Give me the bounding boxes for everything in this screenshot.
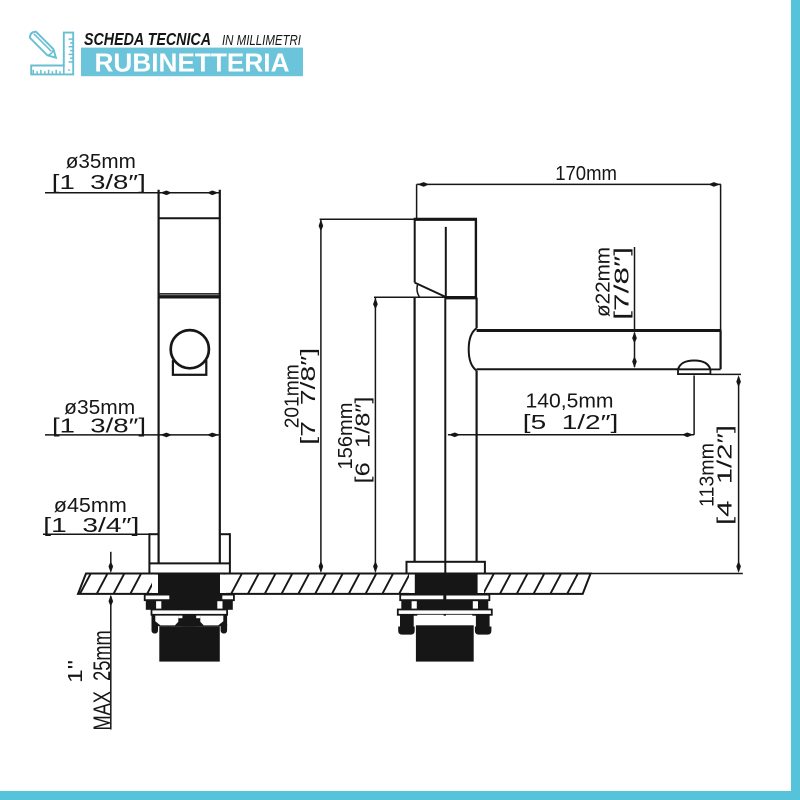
svg-text:ø22mm: ø22mm xyxy=(593,247,615,317)
svg-text:1'': 1'' xyxy=(65,660,87,683)
svg-text:170mm: 170mm xyxy=(555,163,617,185)
svg-text:140,5mm: 140,5mm xyxy=(526,390,614,412)
svg-text:[6 1/8″]: [6 1/8″] xyxy=(352,397,374,484)
svg-text:[7/8″]: [7/8″] xyxy=(612,247,634,320)
svg-text:113mm: 113mm xyxy=(696,443,718,507)
svg-text:RUBINETTERIA: RUBINETTERIA xyxy=(95,50,290,78)
svg-text:[1 3/8″]: [1 3/8″] xyxy=(52,172,146,194)
svg-text:[1 3/8″]: [1 3/8″] xyxy=(52,415,146,437)
svg-text:[5 1/2″]: [5 1/2″] xyxy=(523,412,619,434)
svg-text:ø35mm: ø35mm xyxy=(64,397,135,419)
svg-text:MAX 25mm: MAX 25mm xyxy=(89,630,116,730)
svg-text:SCHEDA TECNICA: SCHEDA TECNICA xyxy=(84,29,211,49)
svg-text:ø45mm: ø45mm xyxy=(54,495,127,517)
svg-text:ø35mm: ø35mm xyxy=(66,151,136,173)
svg-text:201mm: 201mm xyxy=(281,364,303,428)
svg-text:IN MILLIMETRI: IN MILLIMETRI xyxy=(222,33,301,49)
svg-text:[7 7/8″]: [7 7/8″] xyxy=(298,348,320,445)
svg-text:156mm: 156mm xyxy=(335,403,357,470)
svg-text:[4 1/2″]: [4 1/2″] xyxy=(714,425,736,525)
svg-text:[1 3/4″]: [1 3/4″] xyxy=(43,515,139,537)
